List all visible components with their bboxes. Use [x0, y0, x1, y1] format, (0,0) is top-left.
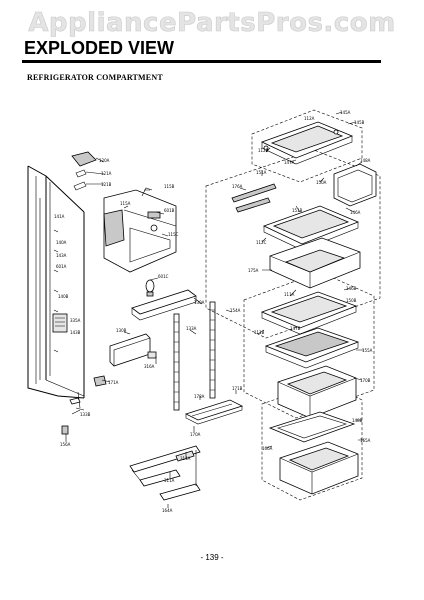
- label-151b: 151B: [292, 208, 303, 213]
- label-175a: 175A: [248, 268, 259, 273]
- label-130b: 130B: [116, 328, 127, 333]
- label-145a: 145A: [340, 110, 351, 115]
- label-151a: 151A: [256, 170, 267, 175]
- label-155a: 155A: [362, 348, 373, 353]
- label-112b: 112B: [258, 148, 269, 153]
- part-labels: 120A 121A 121B 141A 140A 143A 601A 140B …: [54, 110, 373, 513]
- label-171b: 171B: [232, 386, 243, 391]
- label-147a: 147A: [284, 160, 295, 165]
- leader-lines: [65, 111, 364, 508]
- label-130a: 130A: [194, 300, 205, 305]
- label-112c: 112C: [256, 240, 267, 245]
- label-156a: 156A: [60, 442, 71, 447]
- crisper-drawer-upper: [277, 365, 357, 419]
- lower-glass-shelf: [260, 291, 358, 335]
- page-title: EXPLODED VIEW: [24, 38, 175, 58]
- label-335a: 335A: [70, 318, 81, 323]
- label-611a: 601C: [158, 274, 169, 279]
- label-171a: 171A: [108, 380, 119, 385]
- label-112a: 112A: [304, 116, 315, 121]
- label-165a: 165A: [360, 438, 371, 443]
- label-115a: 115A: [120, 201, 131, 206]
- label-145b: 145B: [354, 120, 365, 125]
- label-314a: 314A: [180, 456, 191, 461]
- label-311a: 311A: [164, 478, 175, 483]
- label-601b: 601B: [164, 208, 175, 213]
- label-140b: 140B: [58, 294, 69, 299]
- label-115c: 115C: [168, 232, 179, 237]
- label-164a: 164A: [162, 508, 173, 513]
- slide-bar: [231, 183, 277, 213]
- label-133b: 133B: [80, 412, 91, 417]
- page-number: - 139 -: [200, 553, 224, 562]
- label-143a: 143A: [56, 253, 67, 258]
- label-154a: 154A: [230, 308, 241, 313]
- label-115b: 115B: [164, 184, 175, 189]
- label-148b: 148B: [352, 418, 363, 423]
- label-150a: 150A: [316, 180, 327, 185]
- label-316a: 316A: [144, 364, 155, 369]
- crisper-drawer-lower: [279, 441, 359, 495]
- side-cover: [333, 163, 377, 207]
- label-133a: 133A: [186, 326, 197, 331]
- crisper-cover: [264, 327, 360, 369]
- middle-glass-shelf: [262, 205, 360, 251]
- label-148a: 148A: [360, 158, 371, 163]
- lower-left-parts: [61, 289, 197, 435]
- label-146a: 146A: [350, 210, 361, 215]
- cabinet-outline: [27, 165, 85, 399]
- label-111b: 111B: [254, 330, 265, 335]
- label-141a: 141A: [54, 214, 65, 219]
- label-143b: 143B: [70, 330, 81, 335]
- label-121b: 121B: [101, 182, 112, 187]
- label-170b: 170B: [360, 378, 371, 383]
- label-147b: 147B: [290, 326, 301, 331]
- watermark: AppliancePartsPros.com: [28, 8, 396, 39]
- label-121a: 121A: [101, 171, 112, 176]
- bottom-bars: [129, 445, 201, 501]
- top-bracket: [71, 151, 97, 191]
- control-housing: [103, 187, 177, 297]
- upper-drawer: [269, 237, 361, 289]
- bottom-shelf-frame: [184, 399, 244, 425]
- label-140a: 140A: [56, 240, 67, 245]
- label-166a: 166A: [262, 446, 273, 451]
- section-heading: REFRIGERATOR COMPARTMENT: [27, 73, 163, 82]
- label-150b: 150B: [346, 298, 357, 303]
- label-111a: 111A: [284, 292, 295, 297]
- top-glass-shelf: [260, 121, 354, 165]
- label-120a: 120A: [99, 158, 110, 163]
- label-176a: 176A: [232, 184, 243, 189]
- title-rule: [22, 60, 381, 63]
- label-145c: 146B: [346, 286, 357, 291]
- label-601a: 601A: [56, 264, 67, 269]
- label-170a: 170A: [190, 432, 201, 437]
- crisper-divider: [268, 411, 356, 443]
- label-178a: 178A: [194, 394, 205, 399]
- vertical-rails: [173, 301, 216, 411]
